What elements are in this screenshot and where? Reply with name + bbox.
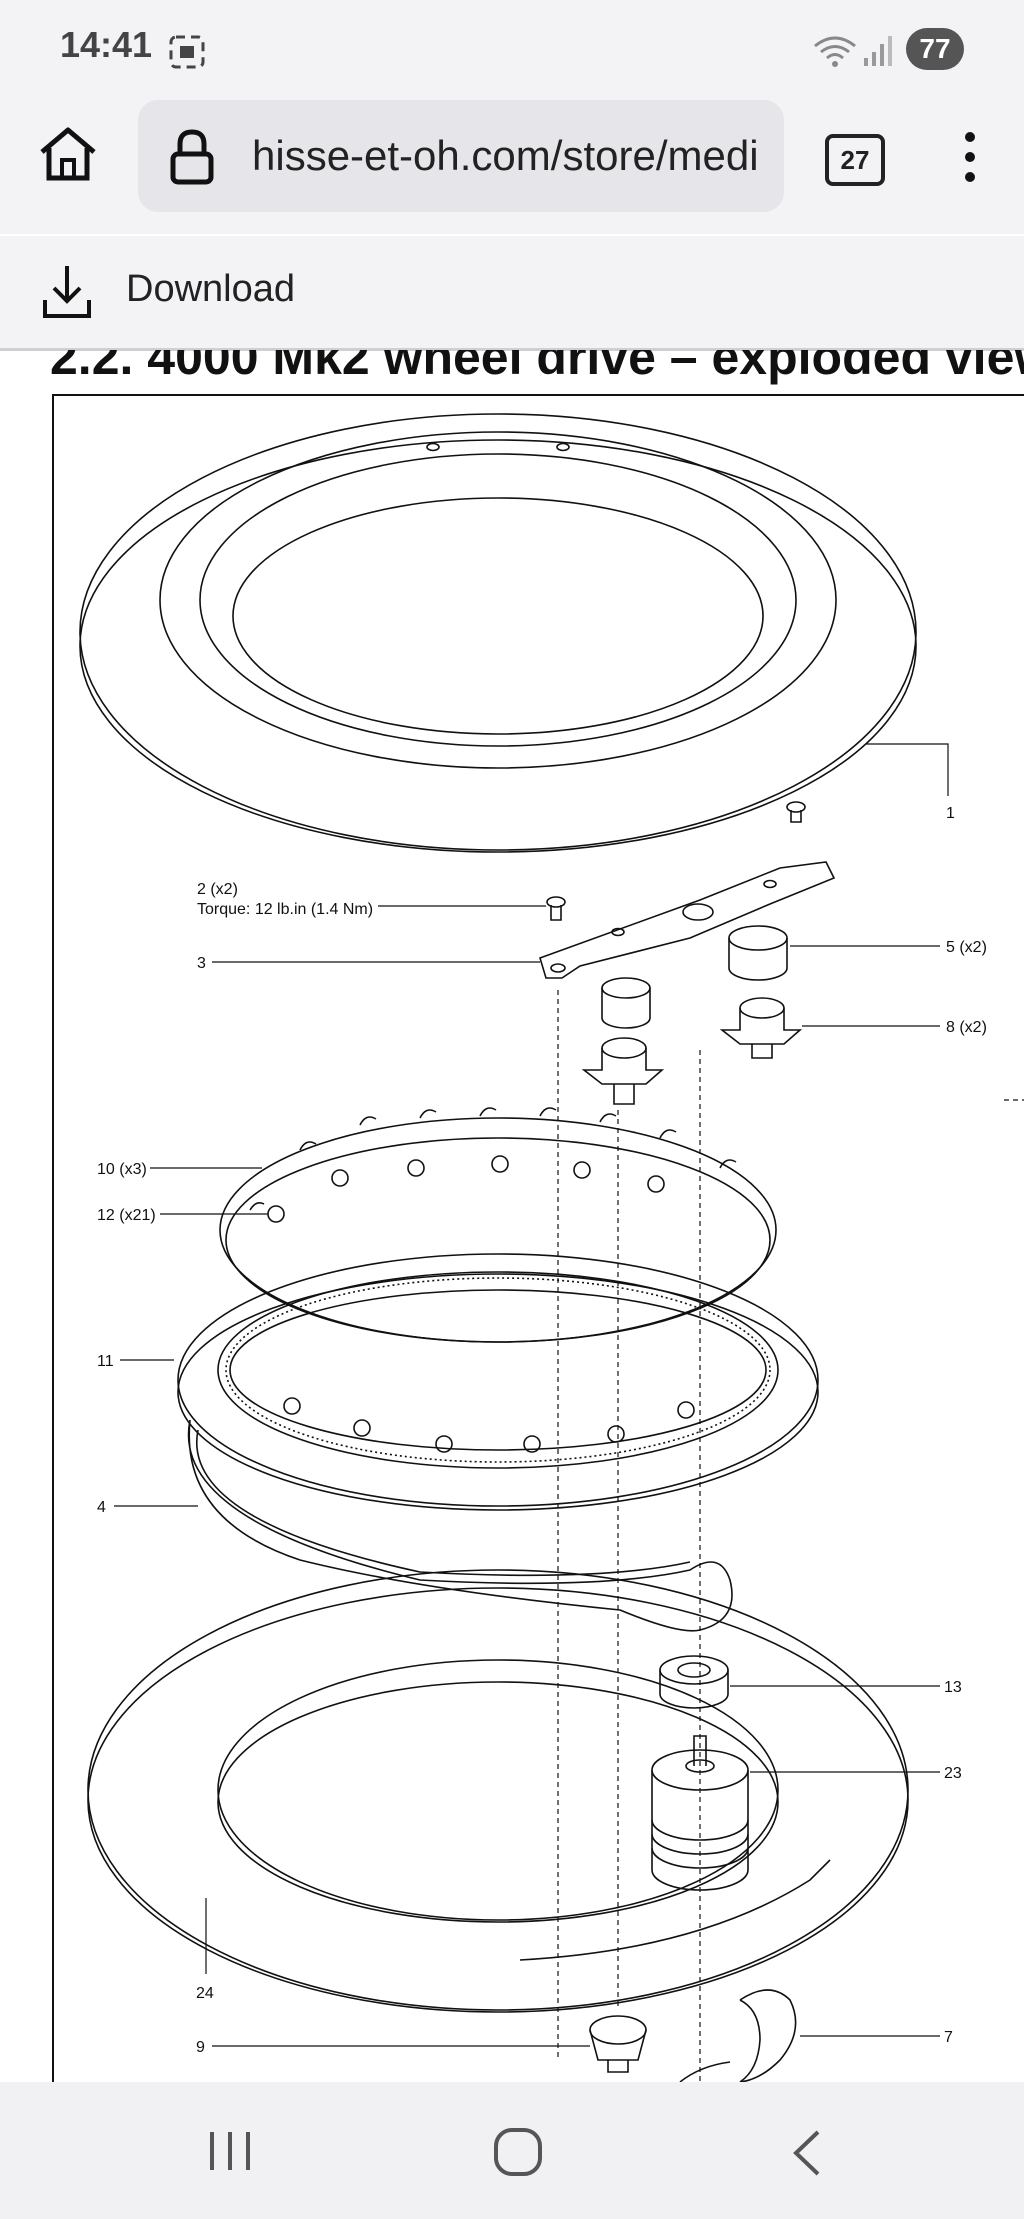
part-2-screw-right — [786, 801, 806, 823]
diagram-frame — [52, 394, 1024, 2086]
wifi-icon — [814, 36, 856, 67]
more-icon[interactable] — [958, 130, 982, 184]
callout-24: 24 — [196, 1985, 214, 2002]
tab-count-button[interactable]: 27 — [825, 134, 885, 186]
part-10-scalloped-ring — [219, 1107, 777, 1343]
callout-9: 9 — [196, 2039, 205, 2056]
callout-12: 12 (x21) — [97, 1207, 156, 1224]
part-24-base-plate — [87, 1569, 909, 2013]
callout-2: 2 (x2) — [197, 881, 238, 898]
download-icon[interactable] — [40, 262, 94, 320]
url-text[interactable]: hisse-et-oh.com/store/medi — [252, 132, 759, 179]
callout-7: 7 — [944, 2029, 953, 2046]
part-2-screw-left — [546, 896, 566, 921]
signal-icon — [864, 36, 892, 66]
callout-8: 8 (x2) — [946, 1019, 987, 1036]
callout-1: 1 — [946, 805, 955, 822]
status-bar — [0, 0, 1024, 96]
part-13-gear — [659, 1655, 729, 1709]
callout-23: 23 — [944, 1765, 962, 1782]
callout-2-torque: Torque: 12 lb.in (1.4 Nm) — [197, 901, 373, 918]
home-icon[interactable] — [36, 124, 100, 184]
part-23-motor — [651, 1735, 749, 1891]
callout-11: 11 — [97, 1353, 114, 1370]
part-7-arm — [679, 1989, 797, 2082]
system-nav-bar — [0, 2082, 1024, 2219]
part-5-bushing — [601, 925, 788, 1029]
part-11-toothed-ring — [177, 1253, 819, 1511]
callout-4: 4 — [97, 1499, 106, 1516]
exploded-view-diagram: 1 2 (x2) Torque: 12 lb.in (1.4 Nm) 3 5 (… — [79, 413, 1024, 2082]
home-circle-icon[interactable] — [492, 2126, 544, 2178]
part-1-top-ring — [79, 413, 917, 853]
part-12-holes — [267, 1155, 695, 1453]
assembly-axes — [557, 990, 1024, 2082]
part-9-small-gear — [589, 2015, 647, 2073]
screenshot-icon — [169, 35, 205, 69]
callout-5: 5 (x2) — [946, 939, 987, 956]
recents-icon[interactable] — [206, 2128, 256, 2174]
download-label[interactable]: Download — [126, 268, 295, 310]
part-8-mount — [581, 997, 803, 1105]
url-bar[interactable] — [138, 100, 784, 212]
back-icon[interactable] — [786, 2128, 826, 2178]
part-3-bracket — [539, 861, 836, 979]
download-bar-overlay — [0, 236, 1024, 350]
part-4-belt — [187, 1419, 733, 1632]
leader-lines — [114, 743, 949, 2047]
lock-icon — [170, 129, 214, 185]
callout-10: 10 (x3) — [97, 1161, 147, 1178]
callout-3: 3 — [197, 955, 206, 972]
battery-indicator: 77 — [906, 28, 964, 70]
callout-13: 13 — [944, 1679, 962, 1696]
status-time: 14:41 — [60, 24, 153, 65]
